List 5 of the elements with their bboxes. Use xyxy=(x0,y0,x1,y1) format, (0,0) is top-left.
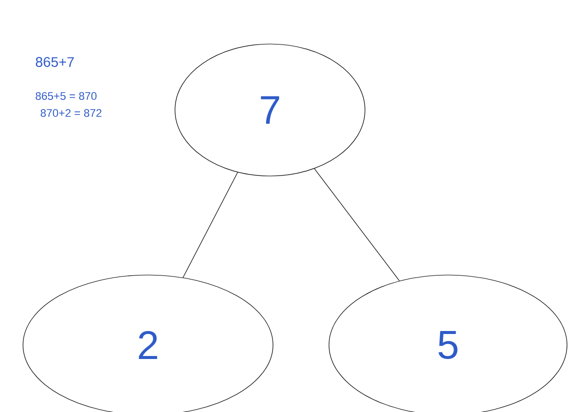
connector-line xyxy=(182,172,238,278)
handwritten-note: 865+5 = 870 xyxy=(36,92,97,100)
connector-line xyxy=(314,168,400,282)
handwritten-note: 870+2 = 872 xyxy=(40,109,102,117)
handwritten-note: 865+7 xyxy=(36,57,74,67)
